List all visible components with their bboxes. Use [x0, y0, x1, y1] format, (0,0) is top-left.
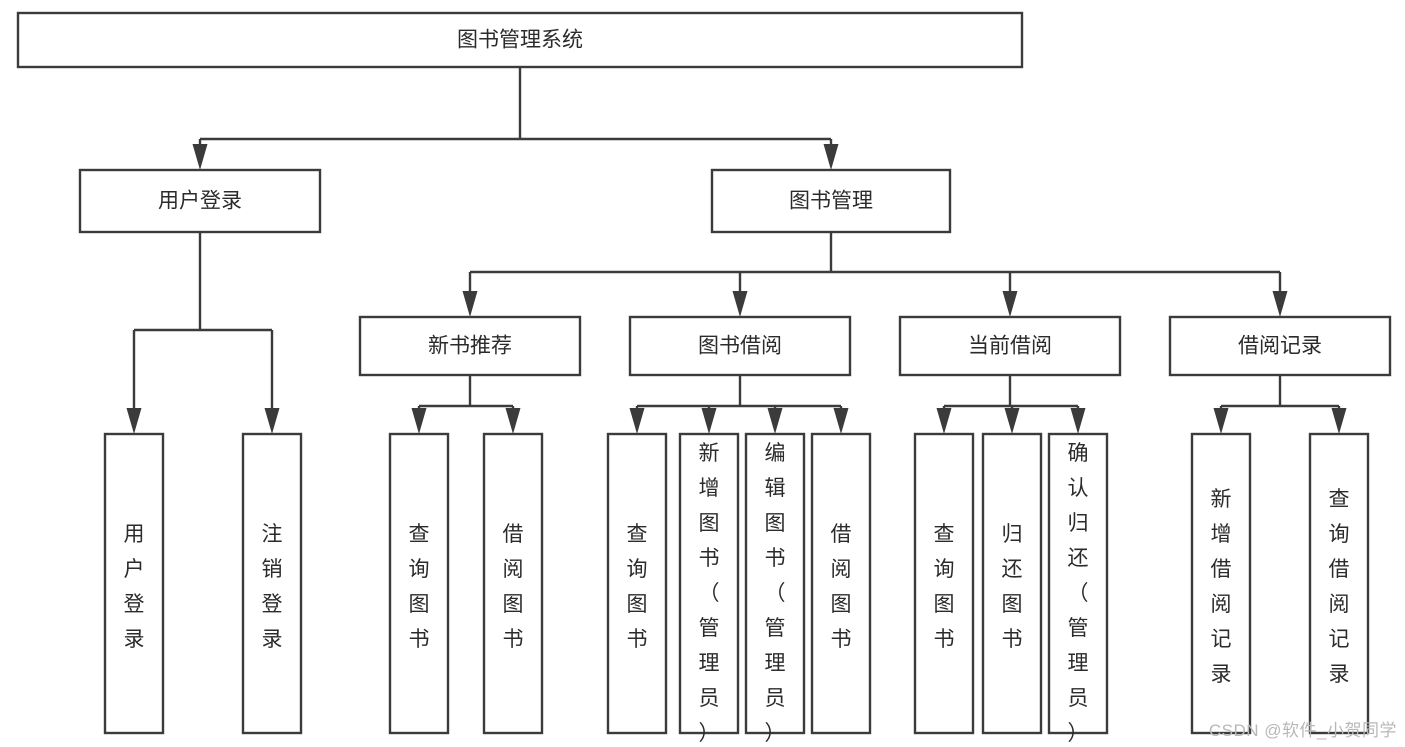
node-label-user-login: 用户登录 [158, 190, 242, 213]
arrow-head-edge-book-manage-current [1002, 291, 1018, 317]
node-box-book-manage [710, 168, 952, 234]
arrow-head-edge-user-login-leaf1 [126, 408, 142, 434]
edge-group-borrow-record [1213, 375, 1347, 434]
node-label-leaf-borrow-book-2: 借阅图书 [831, 523, 852, 651]
node-label-leaf-query-record: 查询借阅记录 [1329, 488, 1350, 686]
arrow-head-edge-new-book-leaf2 [505, 408, 521, 434]
arrow-head-edge-root-user-login [192, 144, 208, 170]
arrow-head-edge-borrow-leaf1 [629, 408, 645, 434]
node-root[interactable]: 图书管理系统 [16, 11, 1024, 69]
node-box-user-login [78, 168, 322, 234]
arrow-head-edge-current-leaf1 [936, 408, 952, 434]
arrow-head-edge-borrow-leaf4 [833, 408, 849, 434]
edge-group-book-borrow [629, 375, 849, 434]
node-book-manage[interactable]: 图书管理 [710, 168, 952, 234]
node-box-leaf-edit-book [744, 432, 806, 735]
arrow-head-edge-record-leaf1 [1213, 408, 1229, 434]
node-box-root [16, 11, 1024, 69]
edge-group-new-book-recommend [411, 375, 521, 434]
node-leaf-query-book-2[interactable]: 查询图书 [606, 432, 668, 735]
node-leaf-borrow-book-2[interactable]: 借阅图书 [810, 432, 872, 735]
node-leaf-add-record[interactable]: 新增借阅记录 [1190, 432, 1252, 735]
node-label-leaf-query-book-1: 查询图书 [409, 523, 430, 651]
node-box-leaf-confirm-return [1047, 432, 1109, 735]
node-box-leaf-user-login [103, 432, 165, 735]
node-label-leaf-confirm-return: 确认归还（管理员） [1068, 442, 1089, 745]
node-borrow-record[interactable]: 借阅记录 [1168, 315, 1392, 377]
arrow-head-edge-book-manage-new-book [462, 291, 478, 317]
node-leaf-borrow-book-1[interactable]: 借阅图书 [482, 432, 544, 735]
node-label-new-book-recommend: 新书推荐 [428, 335, 512, 358]
node-box-leaf-query-book-2 [606, 432, 668, 735]
node-box-leaf-query-book-1 [388, 432, 450, 735]
node-label-leaf-add-book: 新增图书（管理员） [699, 442, 720, 745]
node-box-leaf-add-book [678, 432, 740, 735]
node-label-leaf-query-book-2: 查询图书 [627, 523, 648, 651]
node-label-current-borrow: 当前借阅 [968, 335, 1052, 358]
node-box-leaf-logout [241, 432, 303, 735]
node-label-leaf-query-book-3: 查询图书 [934, 523, 955, 651]
node-box-leaf-return-book [981, 432, 1043, 735]
node-label-leaf-borrow-book-1: 借阅图书 [503, 523, 524, 651]
node-box-leaf-query-record [1308, 432, 1370, 735]
arrow-head-edge-borrow-leaf3 [767, 408, 783, 434]
node-label-leaf-edit-book: 编辑图书（管理员） [765, 442, 786, 745]
node-leaf-query-book-1[interactable]: 查询图书 [388, 432, 450, 735]
node-label-leaf-add-record: 新增借阅记录 [1211, 488, 1232, 686]
node-label-root: 图书管理系统 [457, 29, 583, 52]
edge-group-current-borrow [936, 375, 1086, 434]
node-leaf-user-login[interactable]: 用户登录 [103, 432, 165, 735]
node-user-login[interactable]: 用户登录 [78, 168, 322, 234]
node-leaf-confirm-return[interactable]: 确认归还（管理员） [1047, 432, 1109, 745]
node-leaf-edit-book[interactable]: 编辑图书（管理员） [744, 432, 806, 745]
edge-group-book-manage [462, 232, 1288, 317]
arrow-head-edge-user-login-leaf2 [264, 408, 280, 434]
node-label-book-borrow: 图书借阅 [698, 335, 782, 358]
node-box-leaf-query-book-3 [913, 432, 975, 735]
node-label-leaf-return-book: 归还图书 [1002, 523, 1023, 651]
node-leaf-return-book[interactable]: 归还图书 [981, 432, 1043, 735]
node-leaf-query-book-3[interactable]: 查询图书 [913, 432, 975, 735]
edge-group-root [192, 67, 839, 170]
node-leaf-logout[interactable]: 注销登录 [241, 432, 303, 735]
node-new-book-recommend[interactable]: 新书推荐 [358, 315, 582, 377]
node-box-leaf-add-record [1190, 432, 1252, 735]
node-current-borrow[interactable]: 当前借阅 [898, 315, 1122, 377]
node-label-borrow-record: 借阅记录 [1238, 335, 1322, 358]
node-label-book-manage: 图书管理 [789, 190, 873, 213]
arrow-head-edge-record-leaf2 [1331, 408, 1347, 434]
node-box-leaf-borrow-book-2 [810, 432, 872, 735]
node-box-new-book-recommend [358, 315, 582, 377]
edge-group-user-login [126, 232, 280, 434]
node-box-borrow-record [1168, 315, 1392, 377]
node-book-borrow[interactable]: 图书借阅 [628, 315, 852, 377]
node-leaf-query-record[interactable]: 查询借阅记录 [1308, 432, 1370, 735]
node-label-leaf-logout: 注销登录 [262, 523, 283, 651]
node-box-current-borrow [898, 315, 1122, 377]
arrow-head-edge-book-manage-borrow [732, 291, 748, 317]
node-leaf-add-book[interactable]: 新增图书（管理员） [678, 432, 740, 745]
arrow-head-edge-book-manage-record [1272, 291, 1288, 317]
arrow-head-edge-current-leaf2 [1004, 408, 1020, 434]
node-box-leaf-borrow-book-1 [482, 432, 544, 735]
node-label-leaf-user-login: 用户登录 [124, 523, 145, 651]
arrow-head-edge-new-book-leaf1 [411, 408, 427, 434]
arrow-head-edge-root-book-manage [823, 144, 839, 170]
arrow-head-edge-borrow-leaf2 [701, 408, 717, 434]
edge-layer [126, 67, 1347, 434]
node-layer: 图书管理系统用户登录图书管理新书推荐图书借阅当前借阅借阅记录用户登录注销登录查询… [16, 11, 1392, 745]
watermark-text: CSDN @软件_小贺同学 [1208, 721, 1397, 740]
node-box-book-borrow [628, 315, 852, 377]
arrow-head-edge-current-leaf3 [1070, 408, 1086, 434]
